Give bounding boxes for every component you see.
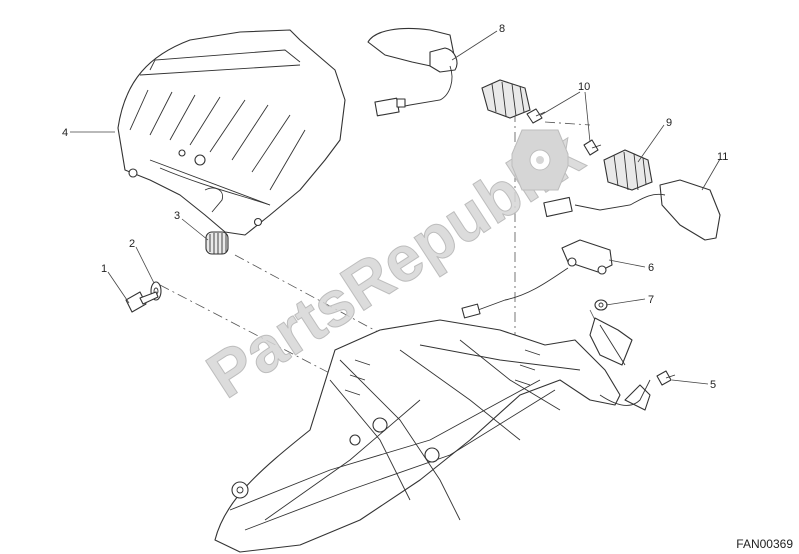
callout-7: 7 xyxy=(648,294,654,306)
mounting-bracket xyxy=(589,317,651,411)
callout-11: 11 xyxy=(717,151,728,163)
screw-part-10-right xyxy=(583,139,602,156)
screw-part-1 xyxy=(125,291,159,313)
license-plate-light xyxy=(461,239,613,319)
callout-labels: 1 2 3 4 5 6 7 8 9 10 11 xyxy=(62,23,728,391)
tail-light-housing xyxy=(117,29,346,236)
callout-6: 6 xyxy=(648,262,654,274)
left-rubber-damper xyxy=(481,79,531,119)
callout-10: 10 xyxy=(578,81,590,93)
callout-1: 1 xyxy=(101,263,107,275)
callout-leaders xyxy=(70,30,721,385)
callout-8: 8 xyxy=(499,23,505,35)
drawing-code: FAN00369 xyxy=(736,537,793,551)
callout-5: 5 xyxy=(710,379,716,391)
right-rubber-damper xyxy=(603,149,653,191)
callout-9: 9 xyxy=(666,117,672,129)
callout-2: 2 xyxy=(129,238,135,250)
grommet-part-3 xyxy=(205,231,229,255)
screw-part-5 xyxy=(656,370,676,386)
callout-4: 4 xyxy=(62,127,68,139)
nut-part-7 xyxy=(594,299,608,311)
rear-subframe xyxy=(214,319,651,553)
callout-3: 3 xyxy=(174,210,180,222)
right-turn-indicator xyxy=(543,179,721,241)
left-turn-indicator xyxy=(367,27,458,117)
gear-icon xyxy=(511,129,569,191)
screw-part-10-left xyxy=(526,108,546,124)
